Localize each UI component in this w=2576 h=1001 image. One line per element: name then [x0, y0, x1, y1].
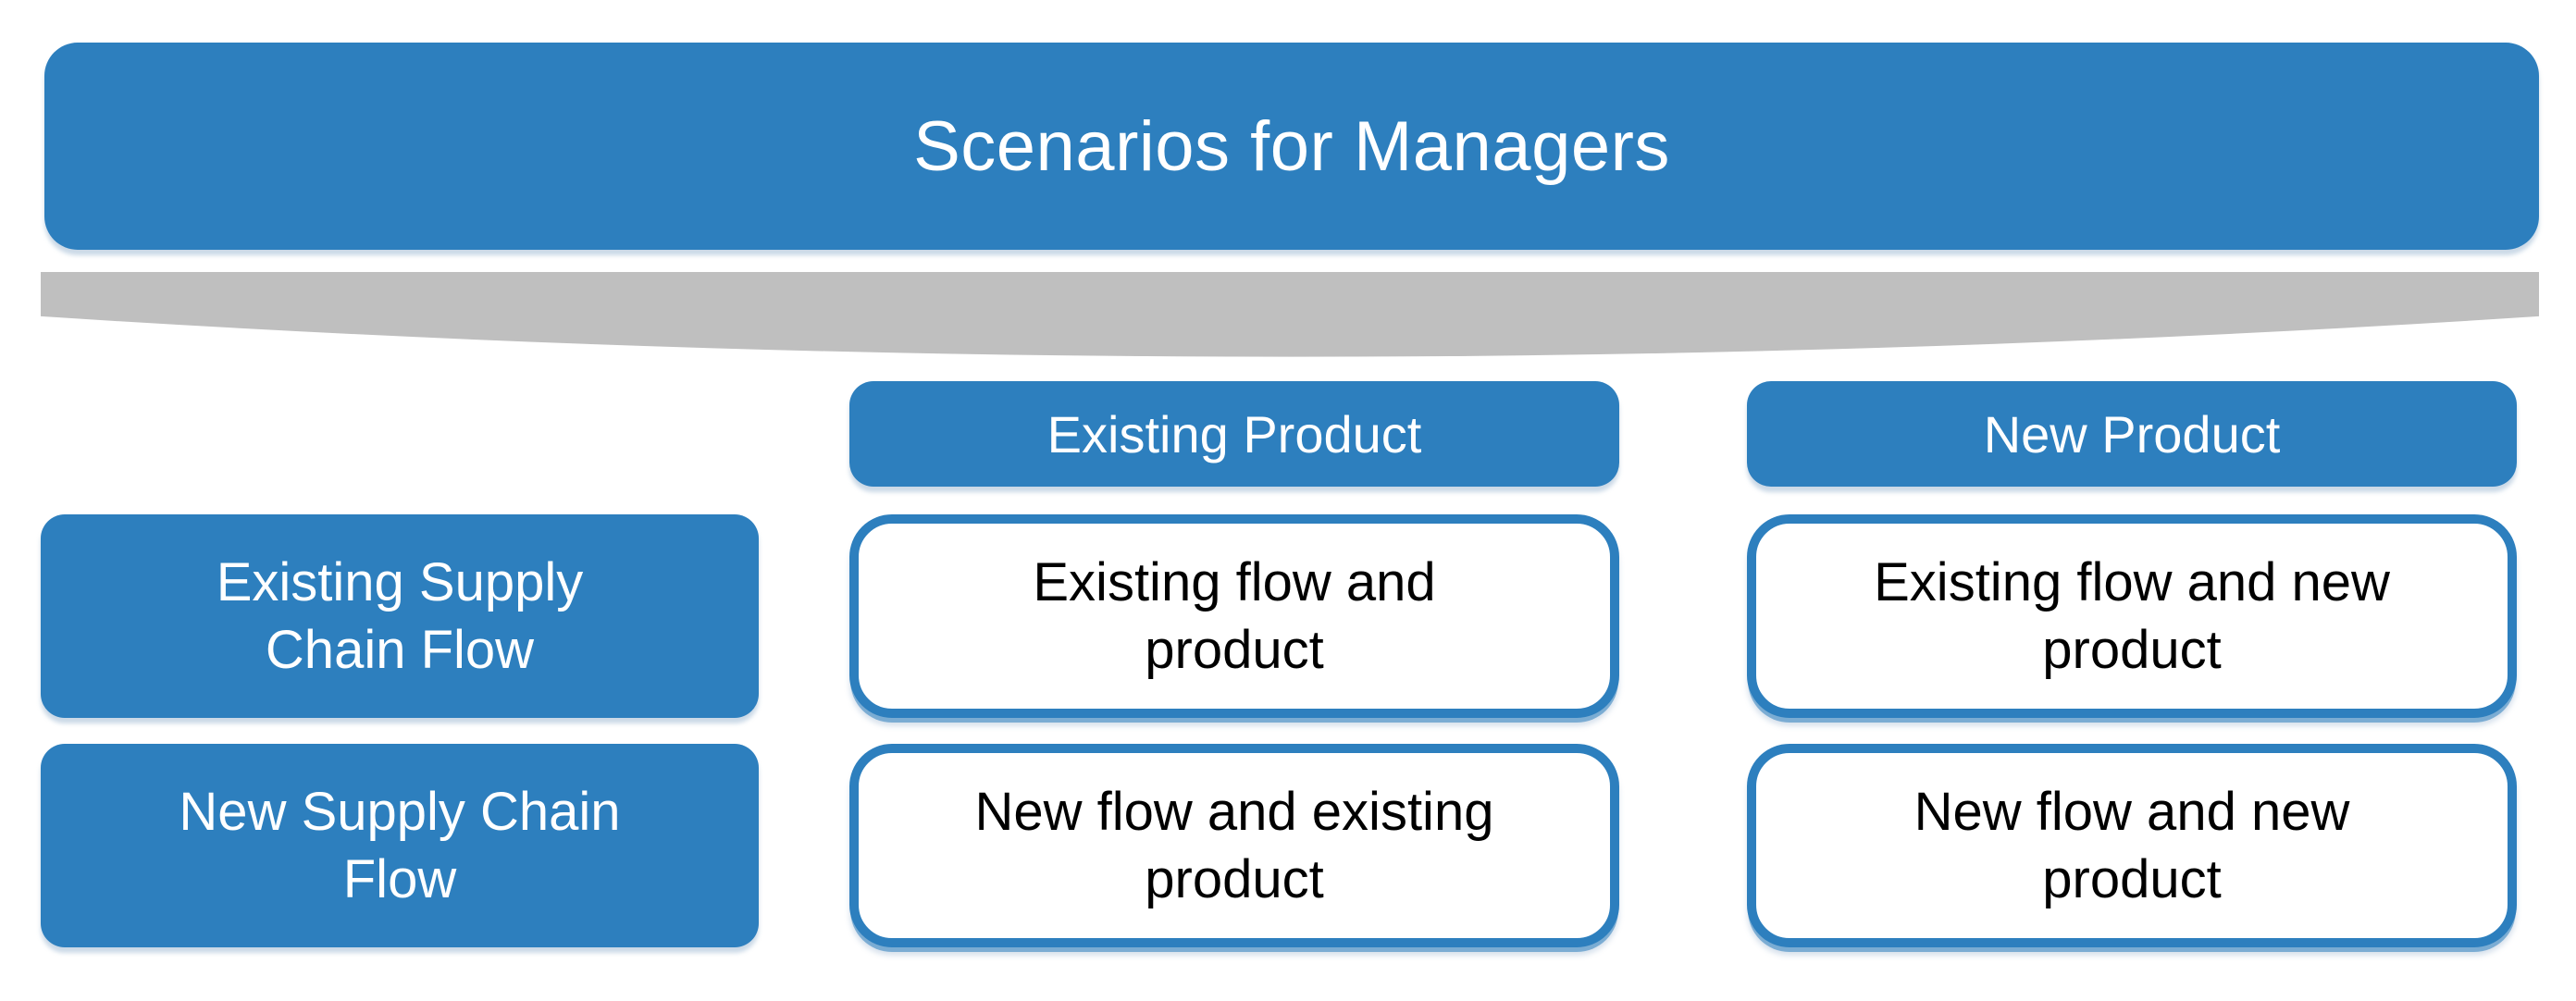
column-header-label: New Product: [1983, 404, 2281, 463]
column-header-label: Existing Product: [1046, 404, 1422, 463]
column-header-existing-product: Existing Product: [849, 381, 1619, 487]
matrix-cell-label: Existing flow and new product: [1874, 551, 2390, 680]
matrix-cell-label: New flow and new product: [1913, 781, 2350, 909]
row-header-new-supply-chain-flow: New Supply Chain Flow: [41, 744, 759, 947]
matrix-cell-new-flow-new-product: New flow and new product: [1747, 744, 2517, 947]
title-banner: Scenarios for Managers: [44, 43, 2539, 250]
page-title: Scenarios for Managers: [913, 106, 1670, 186]
row-header-label: Existing Supply Chain Flow: [216, 551, 584, 680]
matrix-cell-new-flow-existing-product: New flow and existing product: [849, 744, 1619, 947]
row-header-existing-supply-chain-flow: Existing Supply Chain Flow: [41, 514, 759, 718]
matrix-cell-existing-flow-existing-product: Existing flow and product: [849, 514, 1619, 718]
matrix-cell-label: Existing flow and product: [1033, 551, 1436, 680]
matrix-cell-existing-flow-new-product: Existing flow and new product: [1747, 514, 2517, 718]
chevron-down-divider-icon: [41, 272, 2539, 365]
row-header-label: New Supply Chain Flow: [179, 781, 621, 909]
column-header-new-product: New Product: [1747, 381, 2517, 487]
matrix-cell-label: New flow and existing product: [974, 781, 1494, 909]
